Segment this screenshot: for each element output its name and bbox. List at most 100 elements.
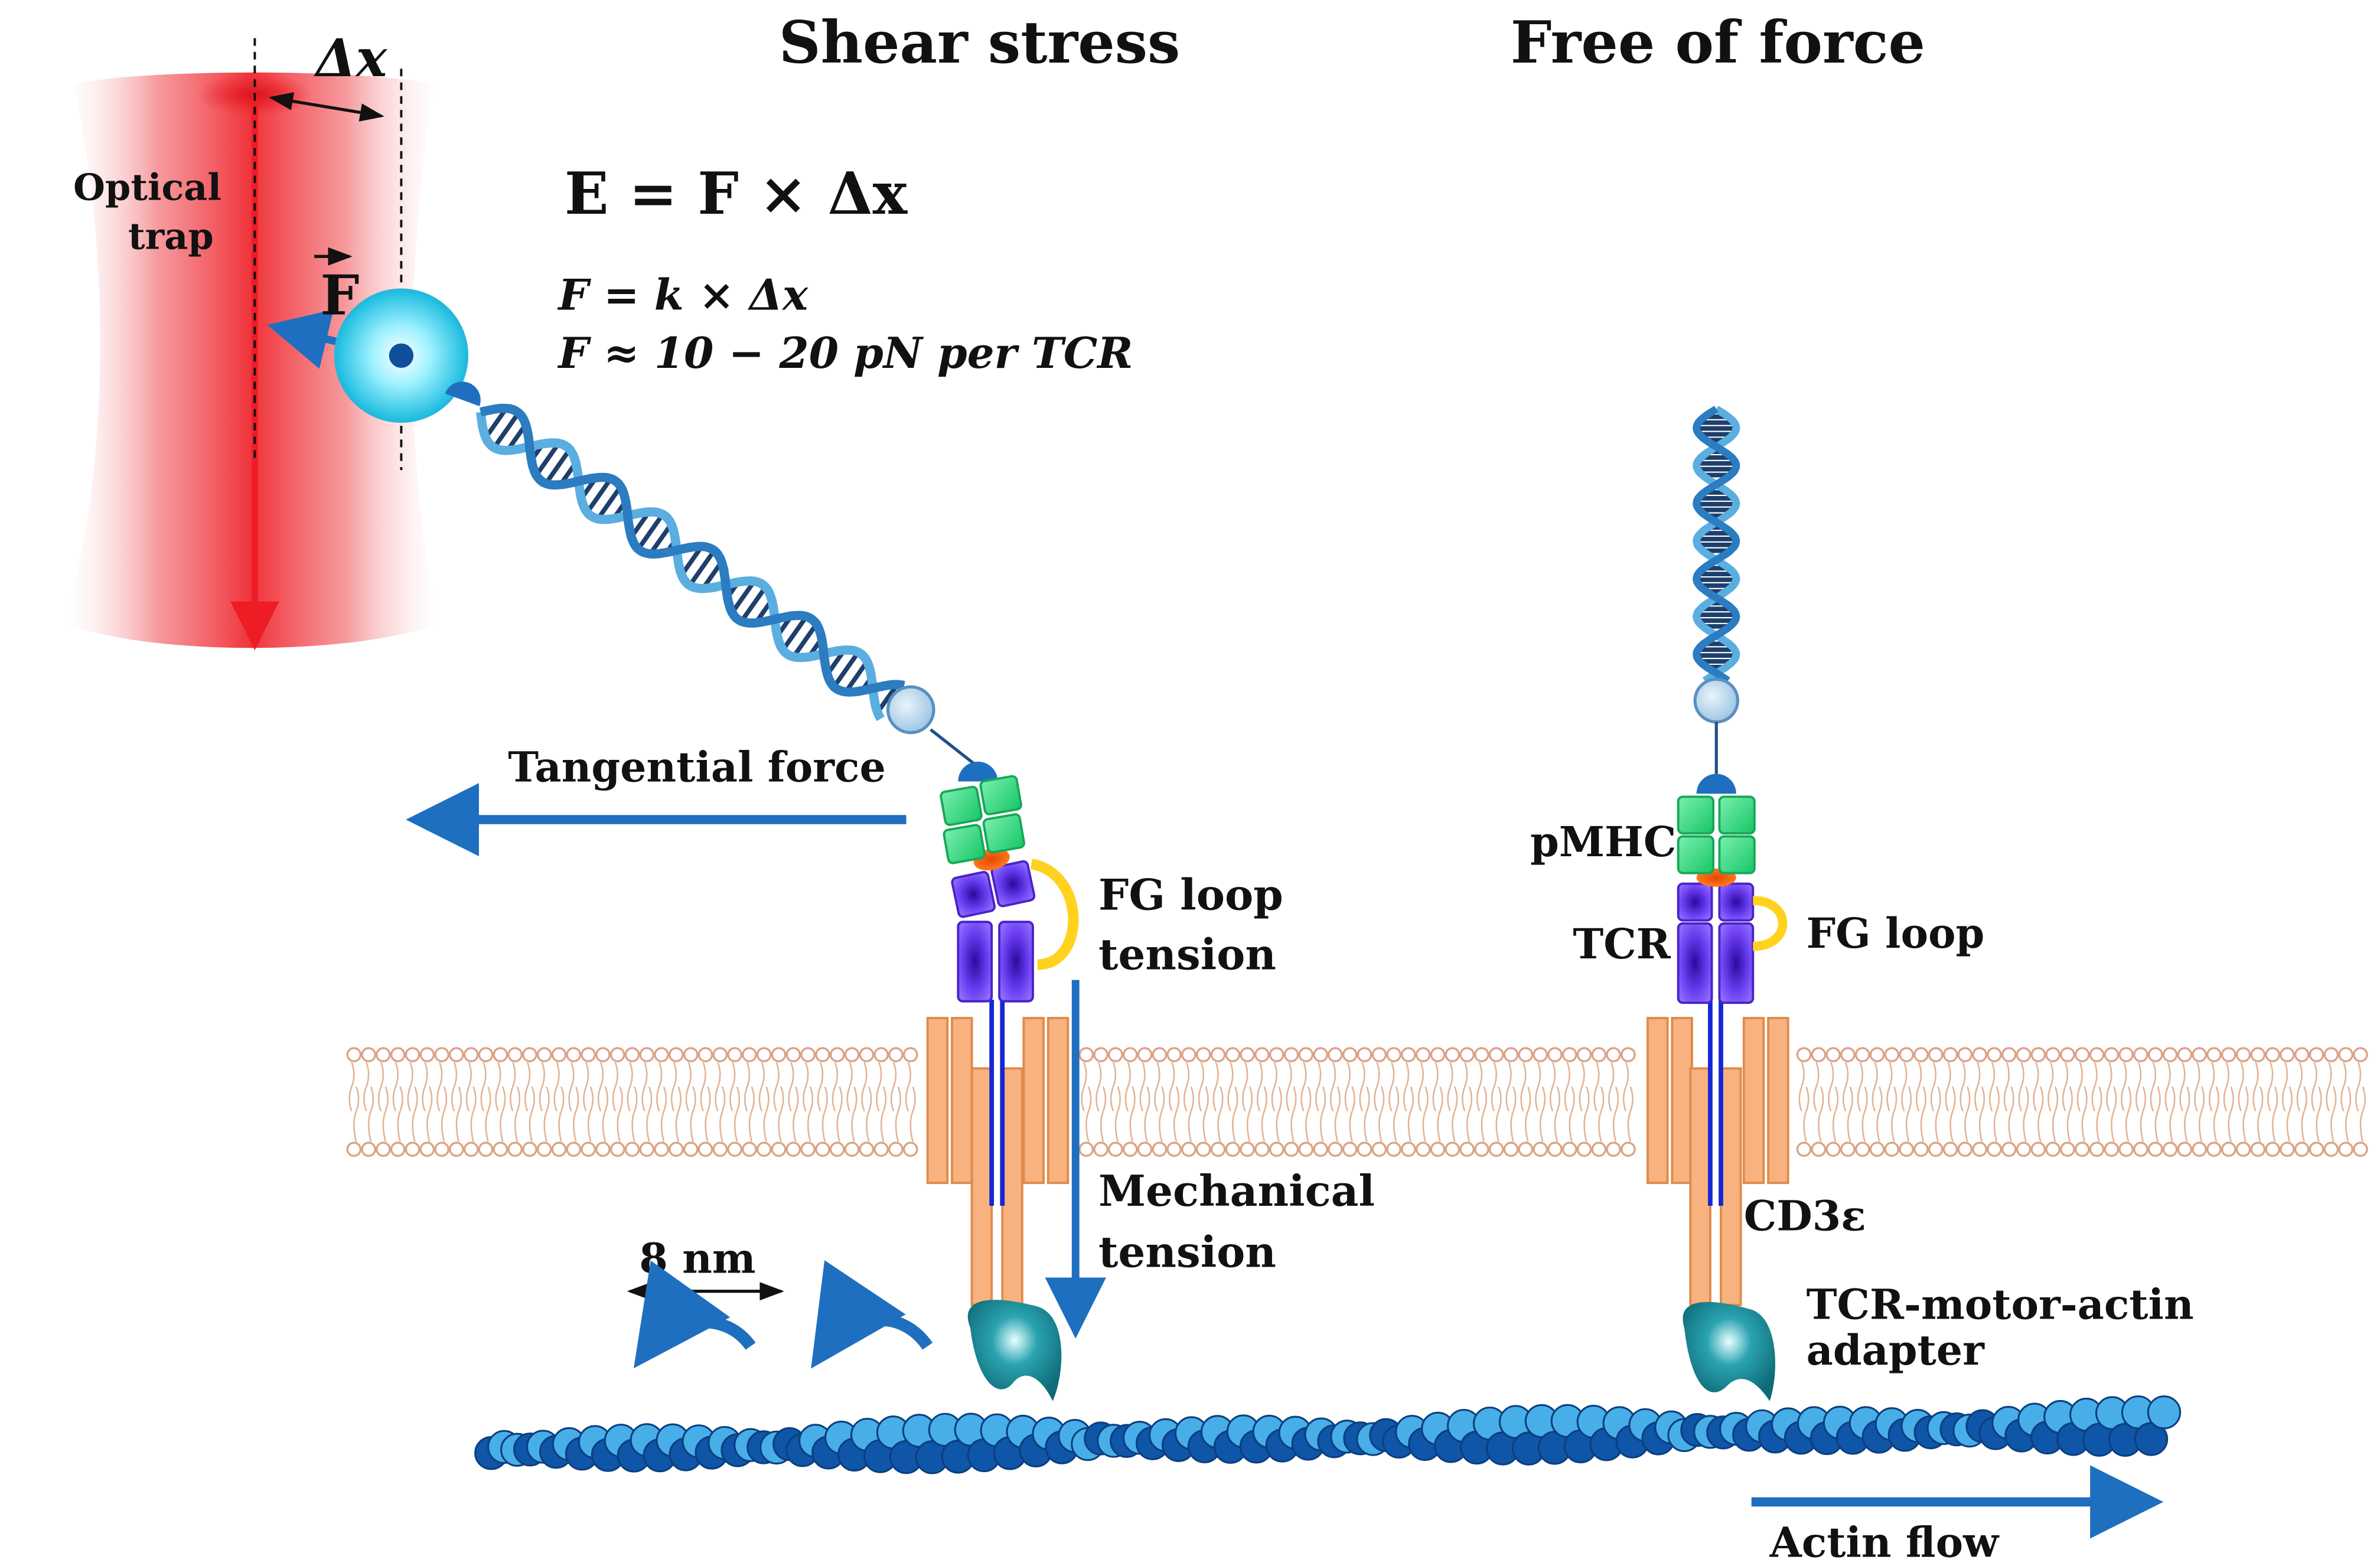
lipid-head-outer — [1195, 1047, 1211, 1062]
lipid-tail — [2267, 1062, 2274, 1112]
lipid-tail — [2316, 1086, 2322, 1142]
lipid-head-inner — [1825, 1141, 1841, 1157]
shear-stress-title: Shear stress — [779, 9, 1181, 77]
lipid — [1415, 1047, 1431, 1157]
lipid-head-outer — [390, 1047, 406, 1062]
lipid-tail — [1085, 1086, 1092, 1142]
lipid — [683, 1047, 699, 1157]
dna-base-pair — [687, 549, 716, 587]
lipid-tail — [1593, 1062, 1600, 1112]
lipid-tail — [1579, 1062, 1585, 1112]
lipid-tail — [2271, 1086, 2278, 1142]
lipid-tail — [2023, 1086, 2029, 1142]
lipid — [1254, 1047, 1270, 1157]
lipid — [727, 1047, 742, 1157]
lipid-tail — [1539, 1086, 1546, 1142]
energy-equation: E = F × Δx — [565, 160, 908, 228]
lipid-tail — [1466, 1086, 1473, 1142]
lipid — [1210, 1047, 1226, 1157]
lipid-head-outer — [463, 1047, 479, 1062]
lipid-tail — [539, 1062, 546, 1112]
lipid-head-outer — [712, 1047, 728, 1062]
lipid — [1386, 1047, 1401, 1157]
lipid-head-outer — [2323, 1047, 2339, 1062]
lipid-head-inner — [1591, 1141, 1607, 1157]
fg-loop-tension-label-2: tension — [1098, 929, 1276, 980]
dna-base-pair — [636, 513, 665, 551]
mechanical-tension-label-2: tension — [1098, 1227, 1276, 1277]
lipid-head-inner — [1430, 1141, 1446, 1157]
lipid-head-outer — [595, 1047, 611, 1062]
lipid — [829, 1047, 845, 1157]
lipid — [1957, 1047, 1973, 1157]
lipid-tail — [2033, 1062, 2039, 1112]
lipid — [1269, 1047, 1284, 1157]
lipid-head-inner — [1854, 1141, 1870, 1157]
lipid-tail — [2208, 1062, 2215, 1112]
lipid-tail — [1945, 1062, 1951, 1112]
lipid-tail — [1876, 1086, 1883, 1142]
lipid-tail — [846, 1062, 853, 1112]
lipid-tail — [1114, 1086, 1121, 1142]
lipid-tail — [1949, 1086, 1956, 1142]
lipid-head-outer — [1108, 1047, 1123, 1062]
lipid-head-inner — [2001, 1141, 2017, 1157]
motor-step-arrow-1 — [633, 1260, 756, 1369]
lipid-tail — [748, 1086, 755, 1142]
lipid-head-inner — [536, 1141, 552, 1157]
lipid-tail — [1139, 1062, 1146, 1112]
lipid-head-outer — [1328, 1047, 1343, 1062]
lipid-head-outer — [2045, 1047, 2061, 1062]
lipid — [1181, 1047, 1196, 1157]
lipid — [1328, 1047, 1343, 1157]
lipid-head-outer — [669, 1047, 684, 1062]
lipid-tail — [1535, 1062, 1541, 1112]
lipid-tail — [1993, 1086, 2000, 1142]
lipid-tail — [1608, 1062, 1615, 1112]
lipid — [800, 1047, 816, 1157]
lipid-head-outer — [1240, 1047, 1255, 1062]
lipid-tail — [1960, 1062, 1966, 1112]
lipid-head-inner — [1122, 1141, 1138, 1157]
lipid — [2074, 1047, 2090, 1157]
lipid — [2206, 1047, 2222, 1157]
lipid — [873, 1047, 889, 1157]
dna-base-pair — [544, 448, 572, 485]
lipid-tail — [1198, 1062, 1205, 1112]
lipid-head-outer — [844, 1047, 860, 1062]
lipid-tail — [612, 1062, 619, 1112]
lipid-tail — [2184, 1086, 2190, 1142]
lipid-head-outer — [1474, 1047, 1489, 1062]
lipid-tail — [587, 1086, 594, 1142]
lipid-head-inner — [581, 1141, 596, 1157]
lipid-head-outer — [654, 1047, 669, 1062]
lipid — [434, 1047, 449, 1157]
lipid-tail — [1159, 1086, 1165, 1142]
lipid — [2250, 1047, 2266, 1157]
lipid-head-inner — [2104, 1141, 2120, 1157]
lipid-head-inner — [639, 1141, 655, 1157]
dna-strand-b-right — [1693, 406, 1740, 684]
lipid-head-inner — [1972, 1141, 1987, 1157]
lipid — [1430, 1047, 1446, 1157]
lipid-tail — [627, 1062, 633, 1112]
lipid-tail — [568, 1062, 575, 1112]
lipid-tail — [455, 1086, 462, 1142]
lipid-head-inner — [1078, 1141, 1094, 1157]
lipid — [1195, 1047, 1211, 1157]
lipid-head-outer — [1811, 1047, 1827, 1062]
lipid-tail — [1505, 1062, 1512, 1112]
lipid-tail — [1857, 1062, 1864, 1112]
tangential-force-label: Tangential force — [508, 743, 886, 791]
lipid-head-outer — [609, 1047, 625, 1062]
dna-strand-a-left — [476, 411, 885, 722]
lipid-tail — [2345, 1086, 2352, 1142]
lipid-tail — [348, 1062, 355, 1112]
lipid-head-outer — [1488, 1047, 1504, 1062]
lipid-tail — [895, 1086, 901, 1142]
lipid-tail — [1378, 1086, 1385, 1142]
lipid-tail — [1129, 1086, 1136, 1142]
fg-loop-relaxed — [1752, 896, 1788, 951]
lipid — [2104, 1047, 2120, 1157]
lipid-head-inner — [785, 1141, 801, 1157]
